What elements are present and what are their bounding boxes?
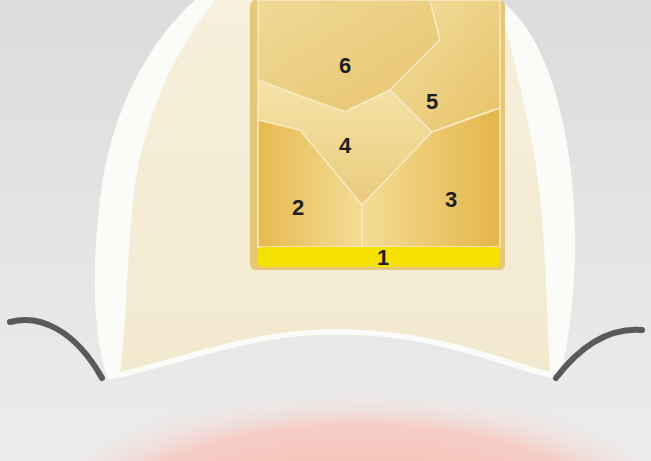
callout-number: 6	[339, 55, 351, 77]
callout-number: 3	[445, 189, 457, 211]
callout-number: 4	[339, 135, 351, 157]
callout-number: 5	[426, 91, 438, 113]
callout-number: 1	[377, 247, 389, 269]
callout-number: 2	[292, 197, 304, 219]
